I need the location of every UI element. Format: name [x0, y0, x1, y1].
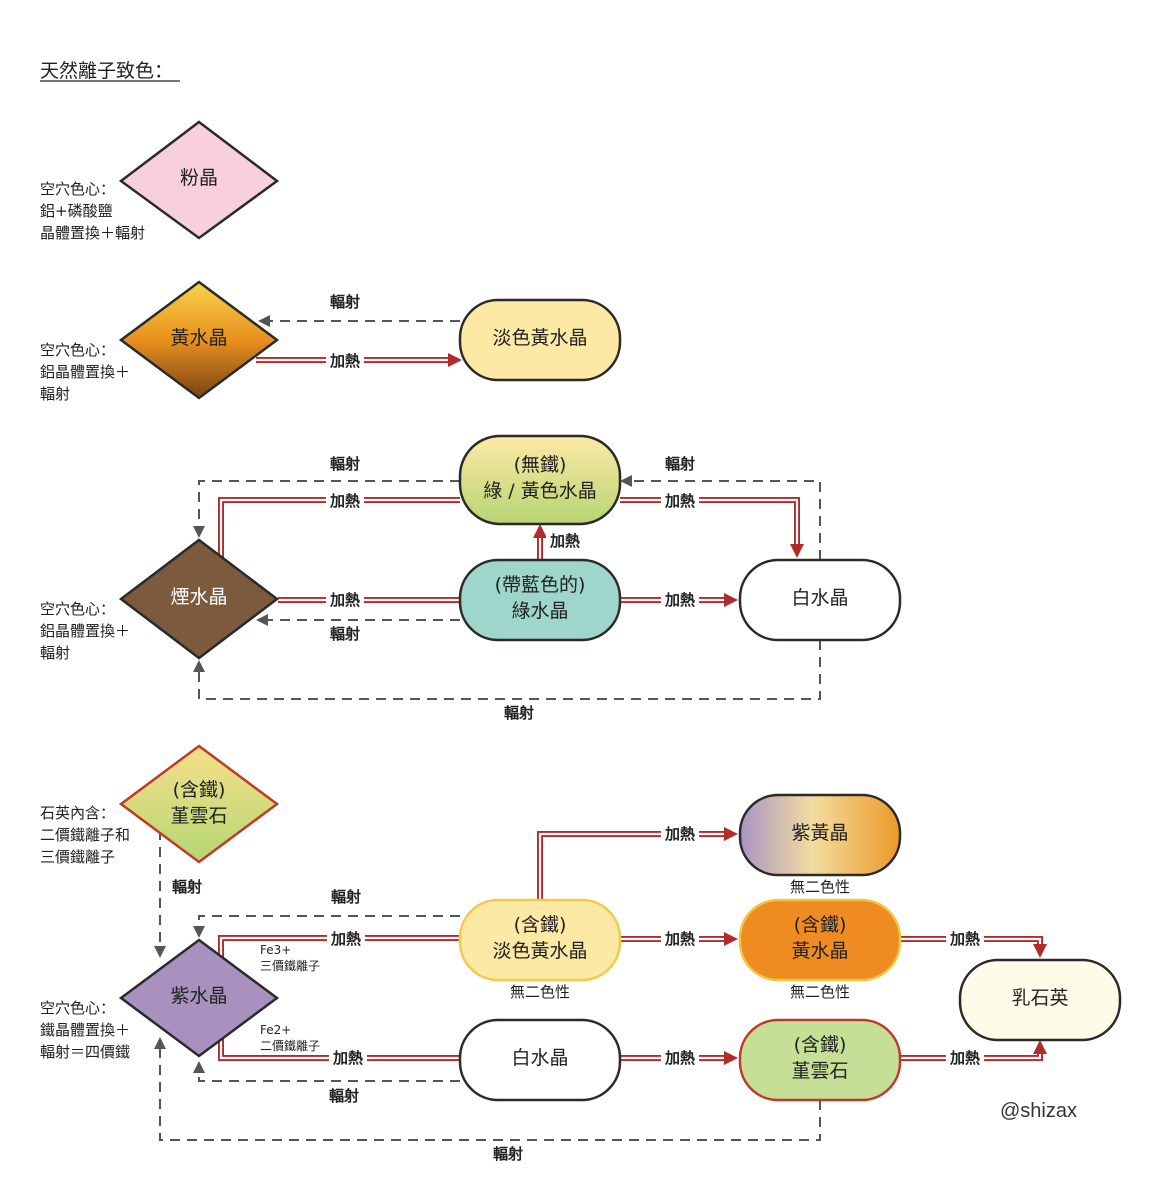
node-label: 粉晶 [180, 167, 218, 189]
svg-text:晶體置換＋輻射: 晶體置換＋輻射 [40, 224, 145, 242]
edge-label-radiation: 輻射 [172, 878, 202, 896]
node-label-line2: 堇雲石 [170, 805, 227, 827]
node-label: 白水晶 [791, 587, 848, 609]
node-label-line1: (帶藍色的) [495, 574, 586, 596]
edge-clear-to-smoky [198, 640, 821, 700]
node-iron-prasiolite-source: (含鐵) 堇雲石 [118, 744, 280, 864]
node-label-line1: (含鐵) [173, 779, 226, 801]
radiation-edges [154, 315, 821, 1141]
node-label: 紫黃晶 [791, 822, 848, 844]
edge-label-heat: 加熱 [330, 930, 361, 948]
node-label: 淡色黃水晶 [492, 327, 587, 349]
edge-label-radiation: 輻射 [329, 1087, 359, 1105]
svg-text:Fe3+: Fe3+ [260, 943, 291, 957]
node-iron-pale-citrine: (含鐵) 淡色黃水晶 [458, 898, 622, 982]
svg-text:鋁晶體置換＋: 鋁晶體置換＋ [40, 363, 130, 381]
node-rose-quartz: 粉晶 [118, 120, 280, 240]
author-credit: @shizax [1000, 1100, 1077, 1122]
svg-text:石英內含：: 石英內含： [40, 804, 115, 822]
note-fe3: Fe3+ 三價鐵離子 [260, 943, 320, 973]
node-label-line2: 淡色黃水晶 [492, 940, 587, 962]
node-label-line1: (無鐵) [514, 454, 567, 476]
side-note-rose: 空穴色心： 鋁+磷酸鹽 晶體置換＋輻射 [40, 180, 145, 242]
node-label: 乳石英 [1011, 987, 1068, 1009]
edge-label-radiation: 輻射 [665, 455, 695, 473]
svg-text:三價鐵離子: 三價鐵離子 [260, 958, 320, 973]
note-no-dichroism: 無二色性 [790, 878, 850, 896]
svg-text:輻射: 輻射 [40, 385, 70, 403]
edge-prasiolite-to-amethyst [159, 1045, 821, 1141]
edge-label-heat: 加熱 [549, 532, 580, 550]
svg-text:二價鐵離子: 二價鐵離子 [260, 1038, 320, 1053]
node-label-line1: (含鐵) [514, 914, 567, 936]
edge-label-heat: 加熱 [329, 492, 360, 510]
node-label: 黃水晶 [170, 327, 227, 349]
edge-palecitrinefe-to-amethyst [198, 915, 460, 930]
edge-label-radiation: 輻射 [330, 293, 360, 311]
node-label-line2: 黃水晶 [791, 940, 848, 962]
node-clear-quartz: 白水晶 [738, 558, 902, 642]
svg-text:二價鐵離子和: 二價鐵離子和 [40, 826, 130, 844]
node-green-yellow-quartz: (無鐵) 綠 / 黃色水晶 [458, 434, 622, 526]
edge-label-heat: 加熱 [664, 930, 695, 948]
edge-label-heat: 加熱 [664, 591, 695, 609]
edge-labels: 輻射 加熱 輻射 加熱 輻射 加熱 加熱 加熱 輻射 加熱 輻射 輻射 輻射 加… [172, 290, 984, 1163]
node-iron-citrine: (含鐵) 黃水晶 [738, 898, 902, 982]
side-note-prasiolite-source: 石英內含： 二價鐵離子和 三價鐵離子 [40, 804, 130, 866]
edge-label-heat: 加熱 [664, 825, 695, 843]
note-no-dichroism: 無二色性 [790, 983, 850, 1001]
edge-label-heat: 加熱 [329, 591, 360, 609]
svg-text:Fe2+: Fe2+ [260, 1023, 291, 1037]
svg-text:空穴色心：: 空穴色心： [40, 600, 115, 618]
note-fe2: Fe2+ 二價鐵離子 [260, 1023, 320, 1053]
svg-text:鋁+磷酸鹽: 鋁+磷酸鹽 [40, 202, 113, 220]
edge-label-heat: 加熱 [329, 352, 360, 370]
svg-text:鋁晶體置換＋: 鋁晶體置換＋ [40, 622, 130, 640]
svg-text:空穴色心：: 空穴色心： [40, 999, 115, 1017]
node-label-line2: 綠 / 黃色水晶 [483, 480, 596, 502]
svg-text:空穴色心：: 空穴色心： [40, 180, 115, 198]
edge-label-heat: 加熱 [332, 1049, 363, 1067]
edge-label-radiation: 輻射 [331, 888, 361, 906]
edge-label-heat: 加熱 [949, 930, 980, 948]
edge-label-radiation: 輻射 [330, 455, 360, 473]
side-note-amethyst: 空穴色心： 鐵晶體置換＋ 輻射＝四價鐵 [40, 999, 130, 1061]
node-clear-quartz-2: 白水晶 [458, 1018, 622, 1102]
node-ametrine: 紫黃晶 [738, 793, 902, 877]
node-pale-citrine: 淡色黃水晶 [458, 298, 622, 382]
node-label-line1: (含鐵) [794, 914, 847, 936]
svg-text:輻射: 輻射 [40, 644, 70, 662]
edge-clear2-to-amethyst [198, 1068, 460, 1082]
svg-text:空穴色心：: 空穴色心： [40, 341, 115, 359]
page-title: 天然離子致色： [40, 60, 173, 82]
edge-label-radiation: 輻射 [330, 625, 360, 643]
node-blue-green-quartz: (帶藍色的) 綠水晶 [458, 558, 622, 642]
side-note-smoky: 空穴色心： 鋁晶體置換＋ 輻射 [40, 600, 130, 662]
side-note-citrine: 空穴色心： 鋁晶體置換＋ 輻射 [40, 341, 130, 403]
edge-label-heat: 加熱 [664, 1049, 695, 1067]
svg-text:三價鐵離子: 三價鐵離子 [40, 848, 115, 866]
node-amethyst: 紫水晶 [118, 938, 280, 1058]
edge-greenyellow-to-smoky [198, 480, 460, 530]
node-citrine: 黃水晶 [118, 280, 280, 400]
edge-clear-to-greenyellow [626, 480, 821, 560]
edge-label-radiation: 輻射 [504, 704, 534, 722]
node-label-line1: (含鐵) [794, 1034, 847, 1056]
edge-label-radiation: 輻射 [493, 1145, 523, 1163]
svg-text:輻射＝四價鐵: 輻射＝四價鐵 [40, 1043, 130, 1061]
node-label: 白水晶 [511, 1047, 568, 1069]
node-milky-quartz: 乳石英 [958, 958, 1122, 1042]
node-smoky-quartz: 煙水晶 [118, 538, 280, 660]
note-no-dichroism: 無二色性 [510, 983, 570, 1001]
edge-label-heat: 加熱 [664, 492, 695, 510]
node-label: 煙水晶 [170, 586, 227, 608]
node-label-line2: 綠水晶 [511, 600, 568, 622]
node-iron-prasiolite: (含鐵) 堇雲石 [738, 1018, 902, 1102]
svg-text:鐵晶體置換＋: 鐵晶體置換＋ [40, 1021, 130, 1039]
edge-label-heat: 加熱 [949, 1049, 980, 1067]
node-label-line2: 堇雲石 [791, 1060, 848, 1082]
node-label: 紫水晶 [170, 985, 227, 1007]
